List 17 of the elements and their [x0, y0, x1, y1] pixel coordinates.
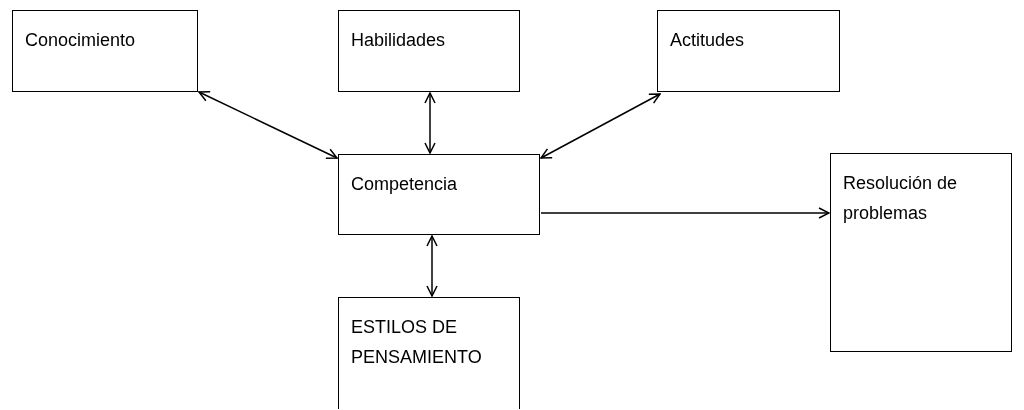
concept-box	[12, 10, 198, 92]
arrow	[424, 92, 436, 154]
node-label: Habilidades	[351, 29, 447, 52]
node-label: ESTILOS DE PENSAMIENTO	[351, 316, 483, 369]
concept-box	[830, 153, 1012, 352]
concept-box	[338, 297, 520, 409]
arrow	[198, 91, 338, 159]
concept-box	[338, 154, 540, 235]
node-label: Actitudes	[670, 29, 746, 52]
node-label: Resolución de problemas	[843, 172, 959, 225]
arrow	[540, 93, 661, 159]
node-label: Conocimiento	[25, 29, 137, 52]
concept-box	[338, 10, 520, 92]
concept-box	[657, 10, 840, 92]
node-label: Competencia	[351, 173, 459, 196]
arrow	[426, 235, 438, 297]
arrow	[540, 207, 830, 219]
